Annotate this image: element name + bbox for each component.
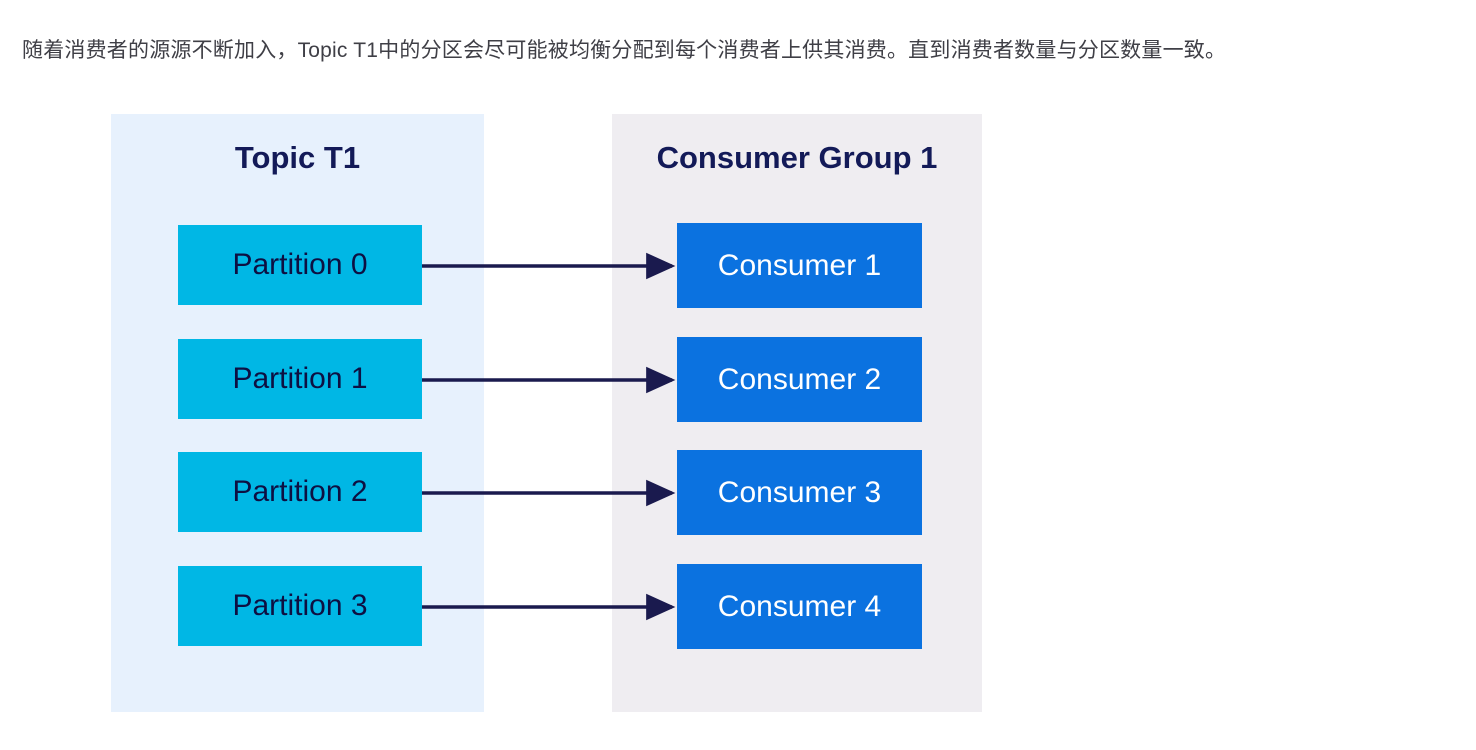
partition-box-0[interactable]: Partition 0 [178,225,422,305]
consumer-group-panel-title: Consumer Group 1 [656,140,938,175]
consumer-label-2: Consumer 2 [717,362,882,396]
consumer-box-4[interactable]: Consumer 4 [677,564,922,649]
partition-label-2: Partition 2 [232,475,368,508]
consumer-label-1: Consumer 1 [717,248,882,282]
consumer-box-1[interactable]: Consumer 1 [677,223,922,308]
partition-box-3[interactable]: Partition 3 [178,566,422,646]
partition-box-1[interactable]: Partition 1 [178,339,422,419]
caption-text: 随着消费者的源源不断加入，Topic T1中的分区会尽可能被均衡分配到每个消费者… [22,39,1227,62]
consumer-box-2[interactable]: Consumer 2 [677,337,922,422]
topic-panel-title: Topic T1 [234,140,361,175]
consumer-label-4: Consumer 4 [717,589,882,623]
partition-label-3: Partition 3 [232,589,368,622]
partition-label-0: Partition 0 [232,248,368,281]
partition-box-2[interactable]: Partition 2 [178,452,422,532]
consumer-box-3[interactable]: Consumer 3 [677,450,922,535]
consumer-label-3: Consumer 3 [717,475,882,509]
partition-label-1: Partition 1 [232,362,368,395]
